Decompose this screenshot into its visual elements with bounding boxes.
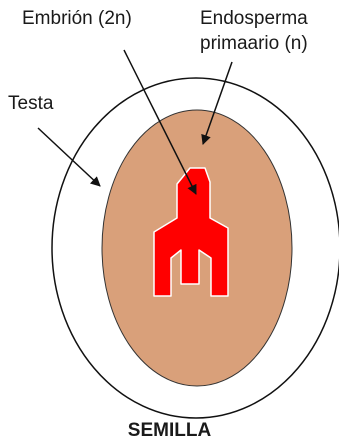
testa-label: Testa <box>8 93 53 115</box>
embryo-label: Embrión (2n) <box>22 8 132 30</box>
endosperm-label-line2: primaario (n) <box>200 33 308 55</box>
endosperm-label-line1: Endosperma <box>200 8 308 30</box>
diagram-title: SEMILLA <box>0 420 339 442</box>
